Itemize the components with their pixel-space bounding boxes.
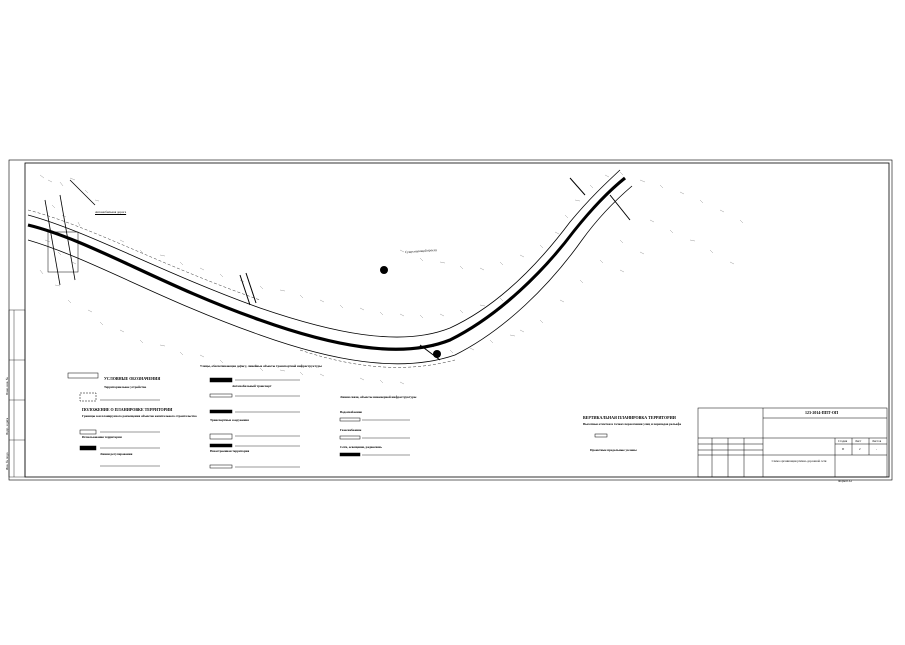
border-label: Взам. инв. № — [5, 377, 9, 395]
marker-circle — [380, 266, 388, 274]
legend-title: УСЛОВНЫЕ ОБОЗНАЧЕНИЯ — [104, 376, 161, 381]
legend-item: Сети, освещение, радиосвязь — [340, 445, 382, 449]
binding-strip — [8, 309, 26, 478]
transport-heading: Улицы, обеспечивающие дорогу, линейные о… — [200, 364, 322, 368]
road-corridor — [27, 169, 633, 368]
legend-item: Автомобильный транспорт — [232, 384, 272, 388]
side-roads — [239, 177, 631, 361]
sheet-header: Лист — [855, 439, 862, 443]
junction-left — [44, 179, 96, 286]
format-label: Формат А1 — [838, 479, 853, 483]
legend-item: Использование территории — [82, 435, 122, 439]
vertical-planning-title: ВЕРТИКАЛЬНАЯ ПЛАНИРОВКА ТЕРРИТОРИИ — [583, 415, 676, 420]
vertical-planning-subtitle: Высотные отметки в точках пересечения ул… — [583, 422, 682, 426]
border-label: Инв. № подл. — [5, 451, 9, 470]
border-label: Подп. и дата — [5, 417, 9, 435]
marker-circle — [433, 350, 441, 358]
legend-item: Линии регулирования — [100, 452, 133, 456]
legend-item: Газоснабжение — [340, 428, 362, 432]
legend-swatches — [67, 372, 608, 469]
legend-item: Незастроенная территория — [210, 449, 250, 453]
legend-item: Водоснабжение — [340, 410, 362, 414]
sheets-header: Листов — [872, 439, 882, 443]
planning-heading: ПОЛОЖЕНИЕ О ПЛАНИРОВКЕ ТЕРРИТОРИИ — [82, 407, 173, 412]
legend-item: Линии связи, объекты инженерной инфрастр… — [340, 395, 417, 399]
sheet-value: 2 — [859, 447, 861, 451]
stage-value: П — [842, 447, 845, 451]
legend-lines — [100, 379, 410, 468]
sheets-value: - — [876, 447, 877, 451]
drawing-code: 123-2014-ППТ-ОП — [805, 410, 839, 415]
planning-sub: Границы зон планируемого размещения объе… — [82, 414, 197, 418]
legend-item: Транспортные сооружения — [210, 418, 249, 422]
sheet-name: Схема организации улично-дорожной сети — [771, 459, 827, 463]
vertical-planning-profiles: Проектные продольные уклоны — [590, 448, 637, 452]
map-label: Автомобильная дорога — [95, 210, 127, 214]
inner-frame — [24, 162, 890, 478]
stage-header: Стадия — [838, 439, 848, 443]
title-block-grid — [697, 407, 888, 478]
legend-subtitle: Территориальное устройство — [104, 385, 147, 389]
